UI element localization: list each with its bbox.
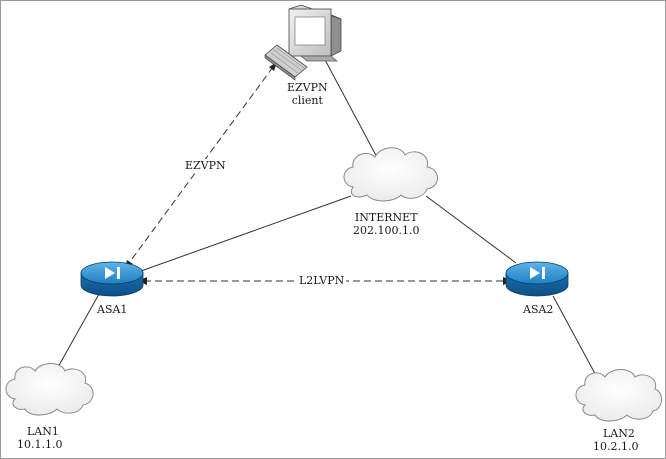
internet-network: 202.100.1.0 [353,224,420,237]
ezvpn-link-label: EZVPN [183,159,228,172]
keyboard-edge [264,54,296,81]
lan2-label: LAN2 10.2.1.0 [593,427,638,453]
link-asa2-lan2 [552,295,600,382]
internet-cloud [343,147,438,202]
link-asa1-lan1 [52,293,100,377]
asa1-arrow [105,267,115,279]
lan1-cloud [5,363,94,416]
client-label-line2: client [291,94,323,107]
lan2-network: 10.2.1.0 [593,440,639,453]
internet-name: INTERNET [354,211,418,224]
l2lvpn-link-label: L2LVPN [297,274,347,287]
link-client-internet [322,55,380,162]
asa2-device [505,261,569,297]
asa1-label: ASA1 [97,303,128,316]
lan1-name: LAN1 [27,425,59,438]
client-label: EZVPN client [287,81,328,107]
internet-label: INTERNET 202.100.1.0 [353,211,419,237]
asa1-device [80,261,144,297]
lan1-network: 10.1.1.0 [17,438,63,451]
link-internet-asa2 [425,195,517,264]
monitor-stand [300,55,338,62]
asa2-arrow [530,267,540,279]
lan1-label: LAN1 10.1.1.0 [17,425,62,451]
client-label-line1: EZVPN [287,81,328,94]
asa2-label: ASA2 [523,303,554,316]
monitor-side [330,14,342,57]
solid-links [52,55,600,382]
lan2-name: LAN2 [603,427,635,440]
pc-icon [264,4,342,81]
lan2-cloud [575,369,662,422]
monitor-screen [294,16,326,46]
link-internet-asa1 [140,195,352,272]
